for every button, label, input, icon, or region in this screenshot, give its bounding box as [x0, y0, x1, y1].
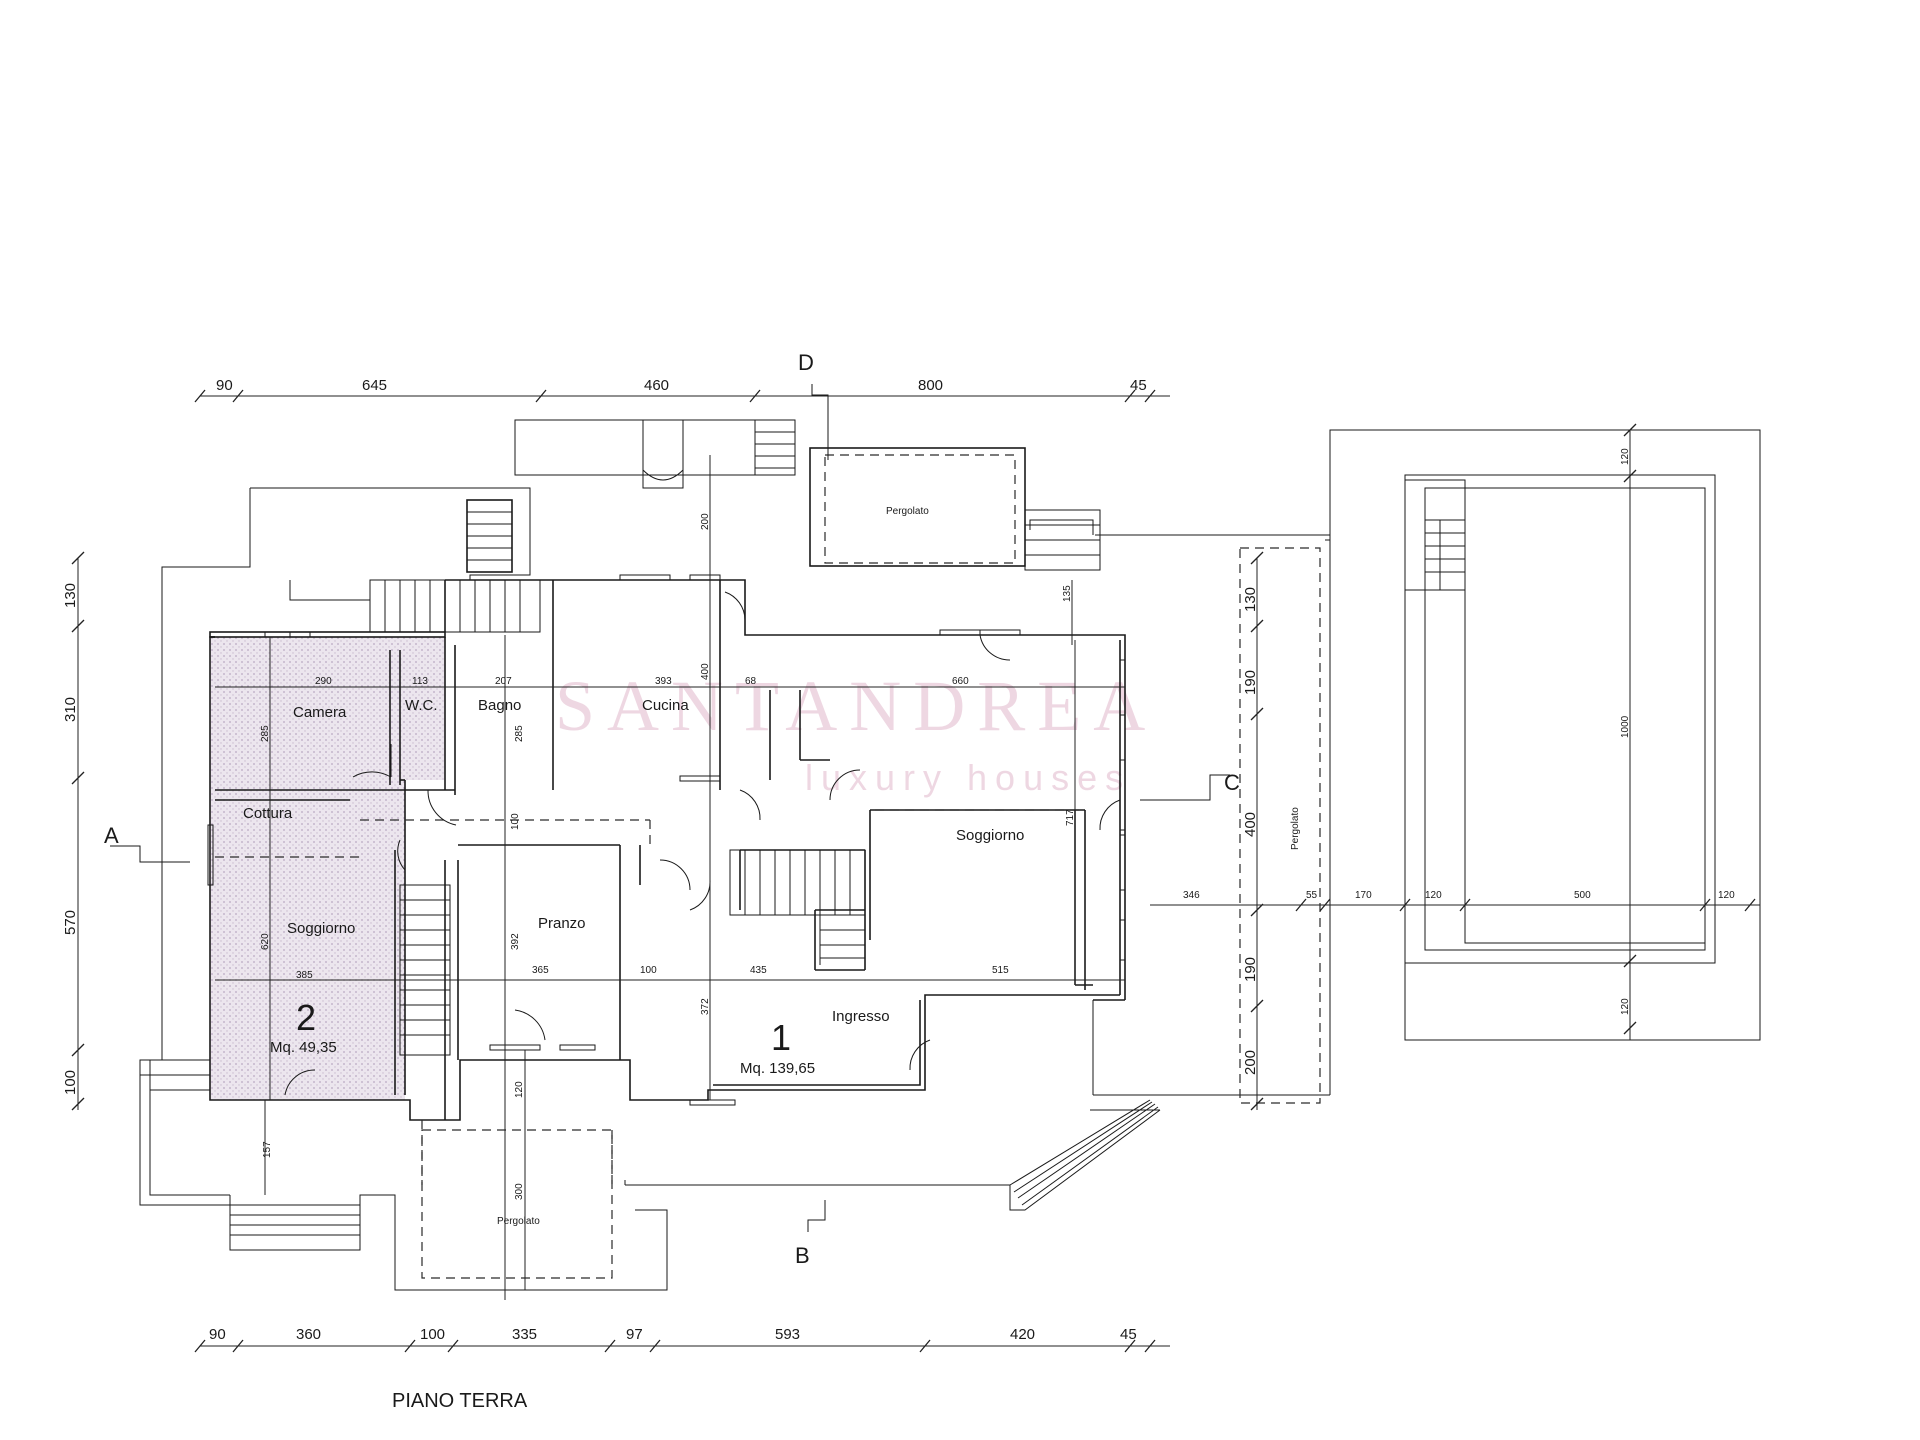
terrace-outline: [139, 429, 1761, 1291]
dim-pool-500: 500: [1574, 890, 1591, 901]
windows: [207, 574, 1126, 1106]
plan-title: PIANO TERRA: [392, 1390, 528, 1412]
dim-side-0: 130: [1242, 587, 1259, 612]
dim-400: 400: [700, 663, 711, 680]
unit-1-number: 1: [771, 1017, 791, 1058]
dim-top-3: 800: [918, 377, 943, 394]
room-label-wc: W.C.: [405, 697, 438, 714]
room-label-pergolato-side: Pergolato: [1290, 807, 1301, 850]
unit-2-number: 2: [296, 997, 316, 1038]
dim-side-4: 200: [1242, 1050, 1259, 1075]
dim-top-2: 460: [644, 377, 669, 394]
section-mark-d: D: [798, 350, 814, 375]
dim-372: 372: [700, 998, 711, 1015]
room-label-soggiorno-unit1: Soggiorno: [956, 827, 1024, 844]
dim-bottom-0: 90: [209, 1326, 226, 1343]
dim-135: 135: [1062, 585, 1073, 602]
room-label-pranzo: Pranzo: [538, 915, 586, 932]
dim-120: 120: [514, 1081, 525, 1098]
dim-pool-55: 55: [1306, 890, 1318, 901]
dim-top-0: 90: [216, 377, 233, 394]
dim-515: 515: [992, 965, 1009, 976]
dim-100-b: 100: [510, 813, 521, 830]
dimension-lines: [71, 389, 1760, 1353]
dim-300: 300: [514, 1183, 525, 1200]
dim-393: 393: [655, 676, 672, 687]
dim-side-3: 190: [1242, 957, 1259, 982]
section-mark-b: B: [795, 1243, 810, 1268]
dim-365: 365: [532, 965, 549, 976]
dim-68: 68: [745, 676, 757, 687]
dim-bottom-6: 420: [1010, 1326, 1035, 1343]
dim-bottom-5: 593: [775, 1326, 800, 1343]
room-label-pergolato-top: Pergolato: [886, 506, 929, 517]
dim-392: 392: [510, 933, 521, 950]
dim-side-2: 400: [1242, 812, 1259, 837]
dim-620: 620: [260, 933, 271, 950]
pool-dimension-labels: 346 55 170 120 500 120 120 1000 120: [1183, 448, 1735, 1015]
room-label-bagno: Bagno: [478, 697, 521, 714]
doors: [284, 591, 1121, 1096]
dim-left-0: 130: [62, 583, 79, 608]
dim-left-1: 310: [62, 697, 79, 722]
dim-660: 660: [952, 676, 969, 687]
section-mark-graphics: [110, 384, 1230, 1232]
top-structures: [289, 419, 1101, 633]
dim-207: 207: [495, 676, 512, 687]
unit-2-hatch: [210, 637, 445, 1100]
room-label-camera: Camera: [293, 704, 347, 721]
dim-bottom-7: 45: [1120, 1326, 1137, 1343]
room-label-cottura: Cottura: [243, 805, 293, 822]
section-mark-c: C: [1224, 770, 1240, 795]
dim-717: 717: [1065, 809, 1076, 826]
dim-290: 290: [315, 676, 332, 687]
unit-2-area: Mq. 49,35: [270, 1039, 337, 1056]
dim-bottom-4: 97: [626, 1326, 643, 1343]
unit-1-area: Mq. 139,65: [740, 1060, 815, 1077]
dim-285-a: 285: [260, 725, 271, 742]
dim-435: 435: [750, 965, 767, 976]
watermark-tagline: luxury houses: [805, 757, 1131, 798]
section-mark-a: A: [104, 823, 119, 848]
dim-pool-346: 346: [1183, 890, 1200, 901]
dashed-elements: [215, 547, 1321, 1279]
room-label-soggiorno-unit2: Soggiorno: [287, 920, 355, 937]
watermark-brand: SANTANDREA: [555, 666, 1157, 746]
dim-bottom-2: 100: [420, 1326, 445, 1343]
dim-113: 113: [412, 676, 428, 687]
dim-pool-1000: 1000: [1620, 715, 1631, 738]
dim-top-4: 45: [1130, 377, 1147, 394]
room-label-cucina: Cucina: [642, 697, 689, 714]
dim-bottom-3: 335: [512, 1326, 537, 1343]
dim-side-1: 190: [1242, 670, 1259, 695]
dim-left-3: 100: [62, 1070, 79, 1095]
dim-left-2: 570: [62, 910, 79, 935]
dim-pool-120-top: 120: [1620, 448, 1631, 465]
dim-pool-120-a: 120: [1425, 890, 1442, 901]
dim-285-b: 285: [514, 725, 525, 742]
dim-bottom-1: 360: [296, 1326, 321, 1343]
dim-pool-120-bottom: 120: [1620, 998, 1631, 1015]
pool: [1404, 474, 1716, 964]
room-label-ingresso: Ingresso: [832, 1008, 890, 1025]
dim-pool-120-b: 120: [1718, 890, 1735, 901]
room-label-pergolato-bottom: Pergolato: [497, 1216, 540, 1227]
dim-top-1: 645: [362, 377, 387, 394]
dim-200: 200: [700, 513, 711, 530]
dim-pool-170: 170: [1355, 890, 1372, 901]
dim-100-a: 100: [640, 965, 657, 976]
dim-157: 157: [262, 1141, 273, 1158]
dim-385: 385: [296, 970, 313, 981]
interior-dimension-labels: 290 113 207 393 68 660 385 365 100 435 5…: [260, 513, 1076, 1200]
